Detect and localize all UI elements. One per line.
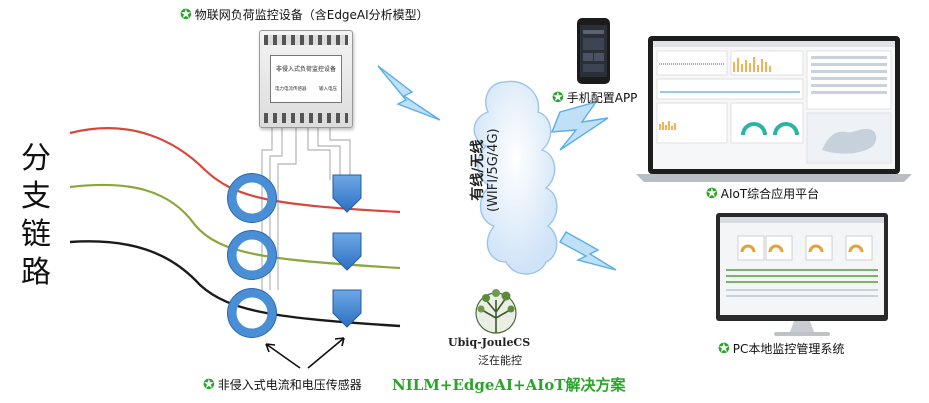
network-line-2: (WIFI/5G/4G) (486, 128, 501, 212)
branch-char-4: 路 (21, 255, 51, 290)
phone-label: ✪ 手机配置APP (552, 89, 637, 106)
network-label: 有线/无线 (WIFI/5G/4G) (470, 128, 502, 212)
star-icon: ✪ (180, 6, 192, 23)
pc-label: ✪ PC本地监控管理系统 (718, 340, 844, 357)
voltage-clip-1 (332, 174, 362, 213)
network-line-1: 有线/无线 (470, 139, 486, 201)
current-sensor-1 (227, 173, 277, 223)
sensors-label-text: 非侵入式电流和电压传感器 (217, 378, 362, 392)
phone-label-text: 手机配置APP (566, 91, 638, 105)
platform-label: ✪ AIoT综合应用平台 (706, 185, 819, 202)
sensors-label: ✪ 非侵入式电流和电压传感器 (203, 376, 362, 393)
branch-circuit-label: 分 支 链 路 (18, 140, 54, 292)
phone-icon (577, 18, 610, 84)
monitor-icon (716, 213, 888, 336)
laptop-icon (636, 36, 912, 182)
current-sensor-2 (227, 230, 277, 280)
device-face-ports: 电力电流传感器 输入电压 (275, 86, 337, 92)
voltage-clip-2 (332, 232, 362, 271)
wire-black (69, 240, 401, 328)
device-face-title: 非侵入式负荷监控设备 (275, 66, 336, 73)
pc-label-text: PC本地监控管理系统 (732, 342, 845, 356)
branch-char-2: 支 (21, 179, 51, 214)
brand-name-en: Ubiq-JouleCS (448, 336, 531, 349)
device-label: ✪ 物联网负荷监控设备（含EdgeAI分析模型） (180, 6, 429, 23)
device-wiring (261, 128, 351, 290)
branch-char-3: 链 (21, 217, 51, 252)
wire-green (69, 183, 401, 270)
arrow-icon (265, 337, 345, 369)
device-face-left: 电力电流传感器 (275, 87, 307, 92)
device-top-terminals (264, 35, 348, 45)
star-icon: ✪ (706, 185, 718, 202)
brand-name-cn: 泛在能控 (478, 354, 522, 367)
device-bottom-terminals (264, 113, 348, 123)
voltage-clip-3 (332, 289, 362, 328)
star-icon: ✪ (718, 340, 730, 357)
star-icon: ✪ (203, 376, 215, 393)
lightning-icon (377, 65, 617, 271)
platform-label-text: AIoT综合应用平台 (720, 187, 820, 201)
device-faceplate: 非侵入式负荷监控设备 电力电流传感器 输入电压 (270, 55, 342, 103)
device-label-text: 物联网负荷监控设备（含EdgeAI分析模型） (194, 8, 429, 22)
current-sensor-3 (227, 288, 277, 338)
edge-device: 非侵入式负荷监控设备 电力电流传感器 输入电压 (259, 30, 353, 128)
solution-title: NILM+EdgeAI+AIoT解决方案 (392, 376, 626, 394)
device-face-right: 输入电压 (319, 87, 337, 92)
star-icon: ✪ (552, 89, 564, 106)
cloud-icon (473, 80, 558, 275)
wire-red (69, 127, 401, 214)
tree-logo-icon (475, 289, 517, 334)
branch-char-1: 分 (21, 141, 51, 176)
